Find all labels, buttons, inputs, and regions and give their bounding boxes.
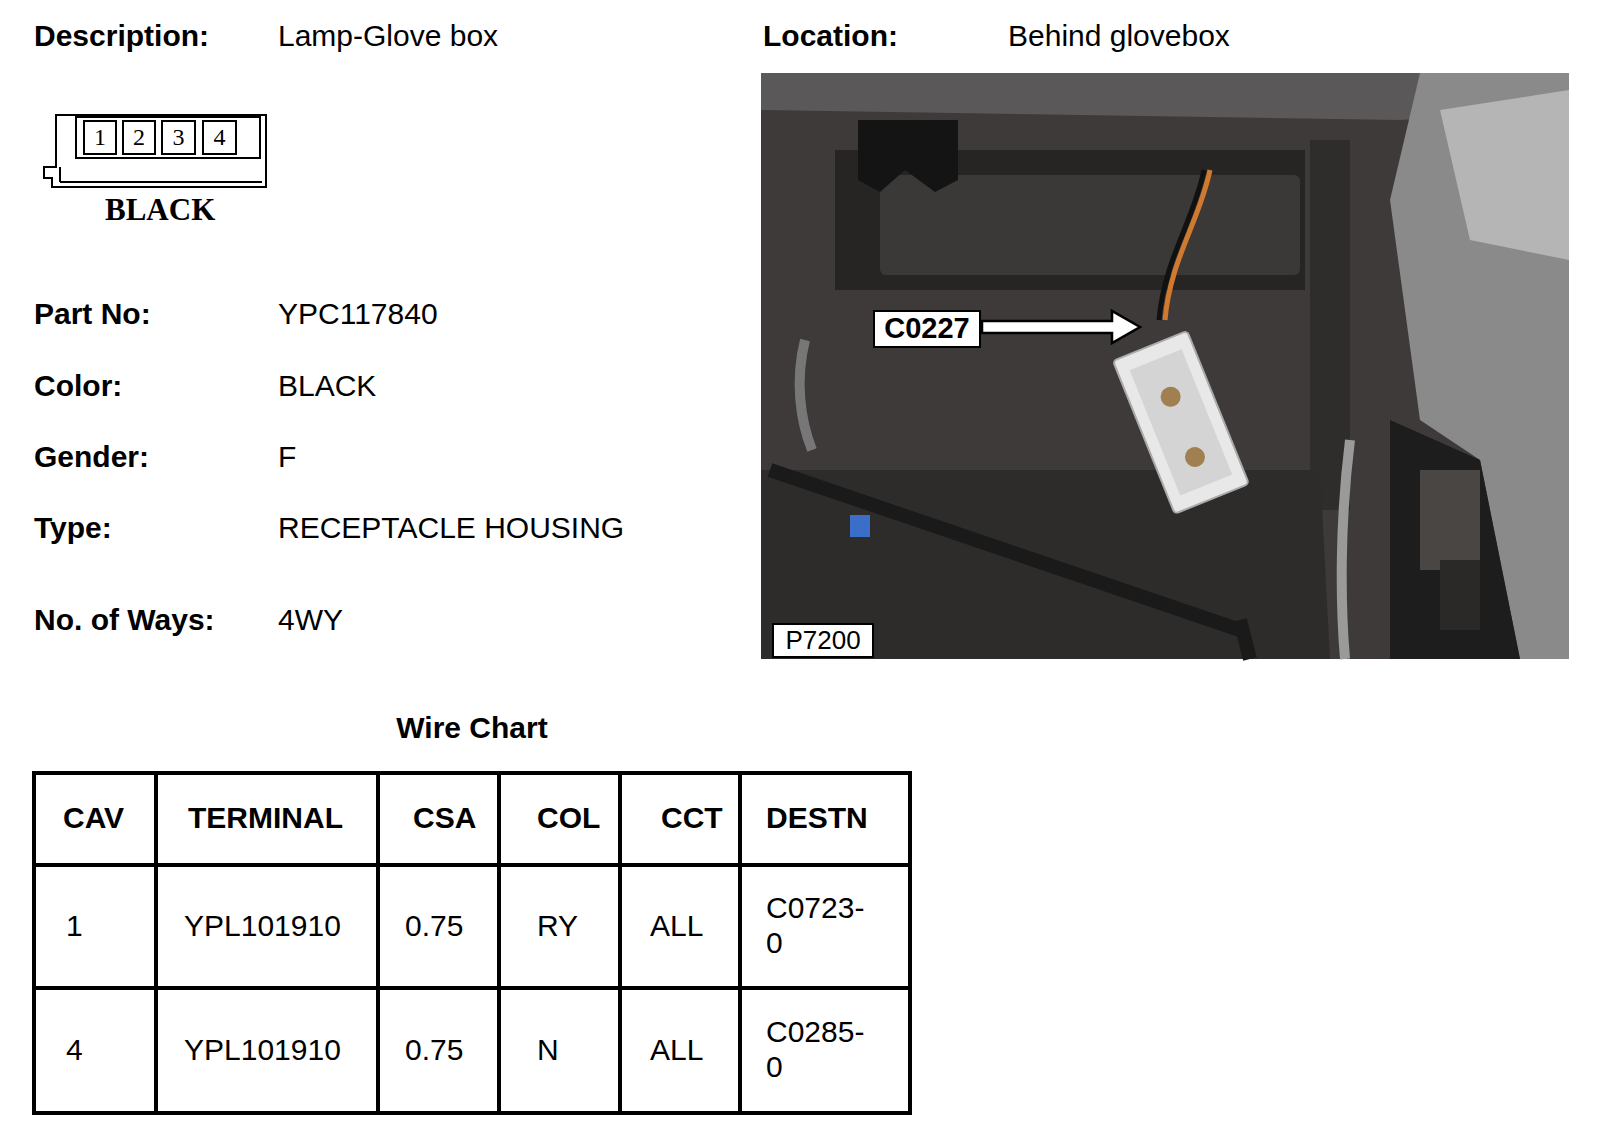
box-text: 2 [133, 124, 145, 150]
table-cell: YPL101910 [184, 909, 341, 944]
figure-number: P7200 [772, 623, 874, 658]
table-cell: 0.75 [405, 1033, 463, 1068]
table-header: COL [537, 801, 600, 836]
field-name: Color: [34, 369, 122, 404]
table-header: TERMINAL [188, 801, 343, 836]
table-cell: 0.75 [405, 909, 463, 944]
table-cell: YPL101910 [184, 1033, 341, 1068]
table-cell: RY [537, 909, 578, 944]
table-cell: ALL [650, 909, 703, 944]
field-name: Location: [763, 19, 898, 54]
field-value: RECEPTACLE HOUSING [278, 511, 624, 546]
table-header: DESTN [766, 801, 868, 836]
pin-box: 3 [161, 120, 196, 155]
box-text: 4 [214, 124, 226, 150]
field-value: YPC117840 [278, 297, 438, 332]
table-cell: 1 [66, 909, 83, 944]
field-value: Behind glovebox [1008, 19, 1230, 54]
table-header: CSA [413, 801, 476, 836]
pin-box: 1 [83, 120, 117, 155]
field-name: Gender: [34, 440, 149, 475]
field-name: Description: [34, 19, 209, 54]
box-text: 1 [94, 124, 106, 150]
field-name: No. of Ways: [34, 603, 215, 638]
photo [761, 73, 1569, 659]
field-value: Lamp-Glove box [278, 19, 498, 54]
table-cell: N [537, 1033, 559, 1068]
field-value: F [278, 440, 296, 475]
field-value: 4WY [278, 603, 343, 638]
field-name: Type: [34, 511, 112, 546]
box-text: 3 [173, 124, 185, 150]
table-cell: 4 [66, 1033, 83, 1068]
table-cell: C0285-0 [766, 1015, 874, 1084]
callout-label: C0227 [873, 310, 981, 348]
table-header: CAV [63, 801, 124, 836]
table-grid [34, 773, 910, 1113]
connector-color: BLACK [105, 192, 215, 228]
field-name: Part No: [34, 297, 151, 332]
pin-box: 2 [122, 120, 156, 155]
pin-box: 4 [202, 120, 237, 155]
table-cell: ALL [650, 1033, 703, 1068]
table-cell: C0723-0 [766, 891, 874, 960]
callout-arrow [982, 311, 1140, 343]
connector-outline [44, 115, 266, 187]
field-value: BLACK [278, 369, 376, 404]
table-title: Wire Chart [396, 711, 547, 746]
box-text: C0227 [884, 313, 969, 345]
table-header: CCT [661, 801, 723, 836]
box-text: P7200 [785, 626, 860, 655]
